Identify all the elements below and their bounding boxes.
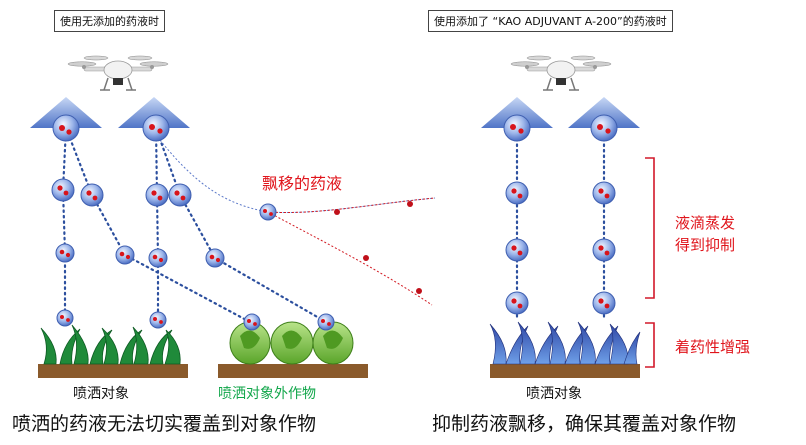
drift-dot xyxy=(416,288,422,294)
droplet xyxy=(505,181,529,205)
adhesion-bracket xyxy=(645,322,655,368)
evaporation-label-line1: 液滴蒸发 xyxy=(675,214,736,232)
evaporation-label-line2: 得到抑制 xyxy=(675,236,736,254)
droplet xyxy=(168,183,192,207)
droplet xyxy=(52,114,80,142)
drift-dot xyxy=(334,209,340,215)
droplet xyxy=(145,183,169,207)
droplet xyxy=(115,245,135,265)
target-label-right: 喷洒对象 xyxy=(526,386,582,402)
drone-icon-left xyxy=(67,55,169,91)
droplet xyxy=(148,248,168,268)
droplets-right xyxy=(503,114,618,315)
non-target-label: 喷洒对象外作物 xyxy=(218,386,316,402)
target-label-left: 喷洒对象 xyxy=(73,386,129,402)
left-header: 使用无添加的药液时 xyxy=(54,10,165,32)
adhesion-label: 着药性增强 xyxy=(675,338,751,356)
droplet xyxy=(55,243,75,263)
drift-path xyxy=(267,211,433,306)
drift-label: 飘移的药液 xyxy=(262,174,343,193)
drift-dot xyxy=(363,255,369,261)
right-caption: 抑制药液飘移，确保其覆盖对象作物 xyxy=(432,413,737,435)
drift-dot xyxy=(407,201,413,207)
droplet xyxy=(503,114,531,142)
droplet xyxy=(80,183,104,207)
soil xyxy=(490,364,640,378)
spray-arrow-icon xyxy=(481,97,553,128)
blue-crop xyxy=(489,321,641,365)
left-caption: 喷洒的药液无法切实覆盖到对象作物 xyxy=(12,413,317,435)
soil xyxy=(218,364,368,378)
drift-path xyxy=(267,197,436,213)
droplet xyxy=(142,114,170,142)
droplet xyxy=(259,203,277,221)
spray-arrow-icon xyxy=(30,97,102,128)
droplet xyxy=(592,181,616,205)
drone-icon-right xyxy=(510,55,612,91)
droplet xyxy=(592,291,616,315)
droplet xyxy=(56,309,74,327)
droplet xyxy=(317,313,335,331)
droplet-paths xyxy=(61,126,328,324)
droplet xyxy=(592,238,616,262)
droplet xyxy=(205,248,225,268)
droplet xyxy=(590,114,618,142)
spray-arrow-icon xyxy=(118,97,190,128)
evaporation-label: 液滴蒸发 得到抑制 xyxy=(675,212,735,256)
lettuce-crop xyxy=(229,321,354,365)
droplet xyxy=(149,311,167,329)
right-header: 使用添加了 “KAO ADJUVANT A-200”的药液时 xyxy=(428,10,673,32)
droplet xyxy=(51,178,75,202)
evaporation-bracket xyxy=(645,157,655,299)
droplet-paths xyxy=(515,126,606,320)
soil xyxy=(38,364,188,378)
droplet xyxy=(505,238,529,262)
droplet xyxy=(505,291,529,315)
droplets-left xyxy=(51,114,335,331)
spray-arrow-icon xyxy=(568,97,640,128)
grass-crop xyxy=(40,324,181,365)
droplet xyxy=(243,313,261,331)
